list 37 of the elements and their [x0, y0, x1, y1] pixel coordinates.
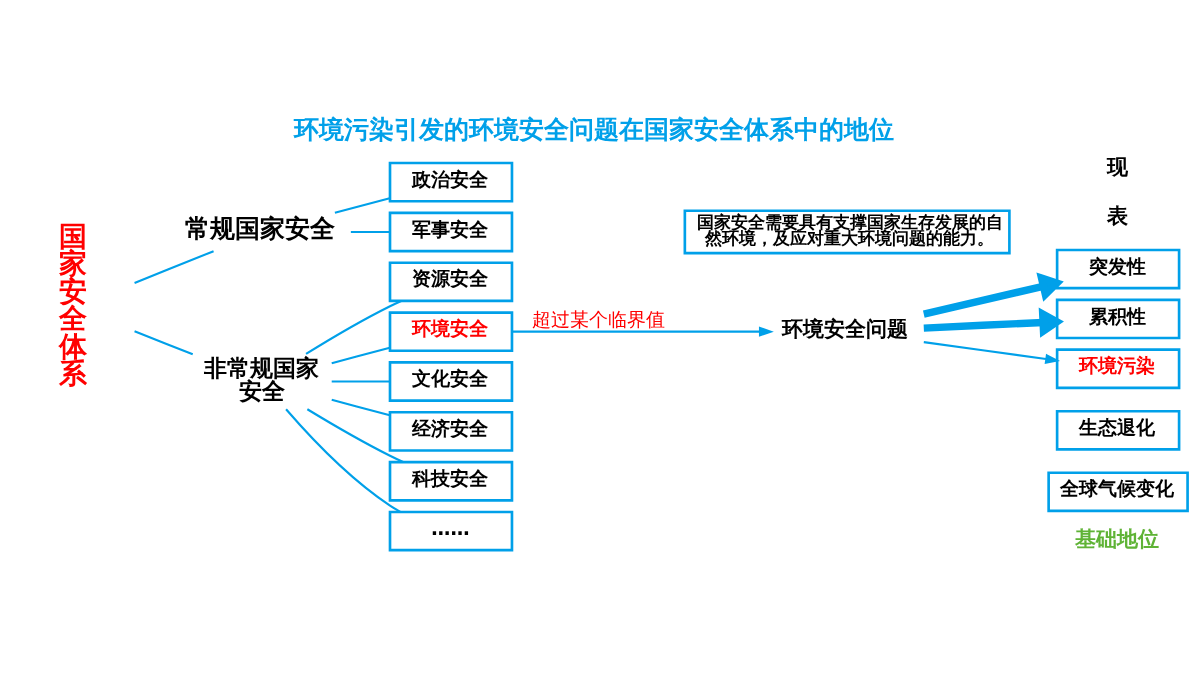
connector: [134, 330, 194, 356]
arrow: [923, 307, 1064, 338]
label: 现: [1106, 153, 1128, 179]
node-box: 突发性: [1055, 248, 1181, 290]
arrow: [923, 341, 1061, 365]
node-box: 文化安全: [388, 361, 514, 402]
edge-label: 超过某个临界值: [531, 307, 665, 331]
node-text: 国家安全体系: [59, 219, 88, 391]
node-box: 生态退化: [1055, 409, 1181, 451]
node-box: 国家安全需要具有支撑国家生存发展的自然环境，及应对重大环境问题的能力。: [683, 209, 1011, 255]
connector: [285, 408, 401, 513]
node-box: 经济安全: [388, 410, 514, 452]
arrow: [512, 326, 774, 337]
connector: [331, 380, 390, 383]
connector: [331, 398, 391, 417]
node-text: 环境安全问题: [782, 315, 909, 341]
connector: [305, 299, 402, 355]
connector: [134, 250, 214, 284]
node-box: 全球气候变化: [1047, 471, 1189, 513]
connector: [306, 408, 404, 464]
node-box: 政治安全: [388, 161, 514, 203]
node-box: ……: [388, 510, 514, 552]
node-box: 科技安全: [388, 460, 514, 502]
connector: [331, 346, 391, 365]
node-box: 环境污染: [1055, 348, 1181, 390]
node-box: 累积性: [1055, 298, 1181, 340]
connector: [350, 230, 390, 234]
node-box: 环境安全: [388, 311, 514, 353]
label: 表: [1106, 203, 1128, 229]
node-text: 常规国家安全: [185, 213, 336, 244]
node-text: 非常规国家安全: [204, 353, 320, 406]
node-box: 资源安全: [388, 261, 514, 303]
diagram-title: 环境污染引发的环境安全问题在国家安全体系中的地位: [294, 113, 895, 144]
node-box: 军事安全: [388, 211, 514, 253]
arrow: [922, 272, 1064, 318]
label: 基础地位: [1074, 525, 1159, 551]
connector: [334, 197, 390, 214]
